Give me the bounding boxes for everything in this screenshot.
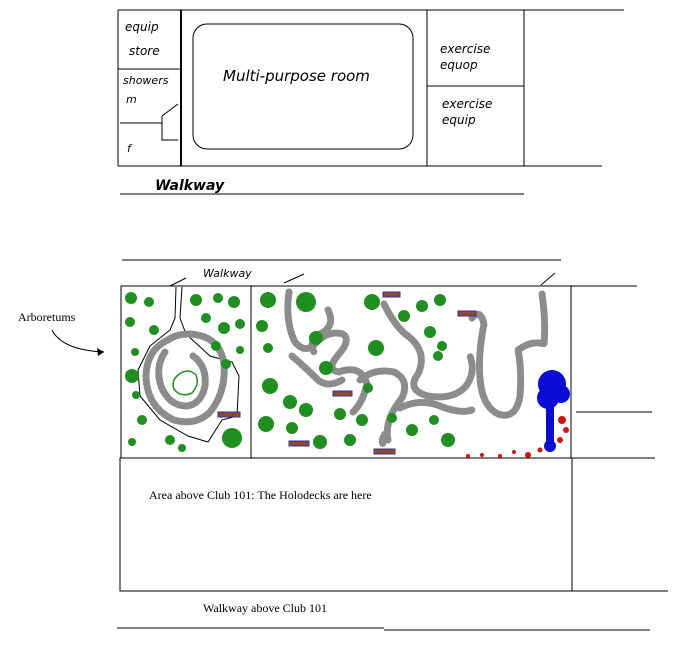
exercise-2-label-1: exercise	[442, 97, 492, 111]
benches	[217, 291, 477, 455]
multipurpose-room-label: Multi-purpose room	[223, 67, 370, 85]
upper-level	[117, 9, 624, 195]
showers-m-label: m	[126, 93, 137, 106]
exercise-1-label-1: exercise	[440, 42, 490, 56]
lower-walkway-label: Walkway	[203, 267, 252, 280]
bottom-walkway-label: Walkway above Club 101	[203, 601, 327, 615]
red-flowers	[466, 416, 569, 458]
equip-store-label-1: equip	[125, 20, 159, 34]
exercise-2-label-2: equip	[442, 113, 476, 127]
equip-store-label-2: store	[129, 44, 160, 58]
arboretums-label: Arboretums	[18, 310, 76, 324]
arboretums-pointer-arrow	[51, 329, 105, 353]
showers-f-label: f	[127, 142, 133, 155]
tree-clumps	[125, 292, 455, 452]
upper-level-labels: equip store showers m f Multi-purpose ro…	[123, 20, 492, 194]
upper-walkway-label: Walkway	[155, 178, 225, 194]
arrow-head-icon	[97, 348, 104, 356]
blue-flower-bed	[537, 370, 570, 452]
showers-label: showers	[123, 74, 169, 87]
lower-level	[117, 259, 668, 631]
club-area-label: Area above Club 101: The Holodecks are h…	[149, 488, 372, 502]
pond	[172, 370, 199, 396]
exercise-1-label-2: equop	[440, 58, 478, 72]
